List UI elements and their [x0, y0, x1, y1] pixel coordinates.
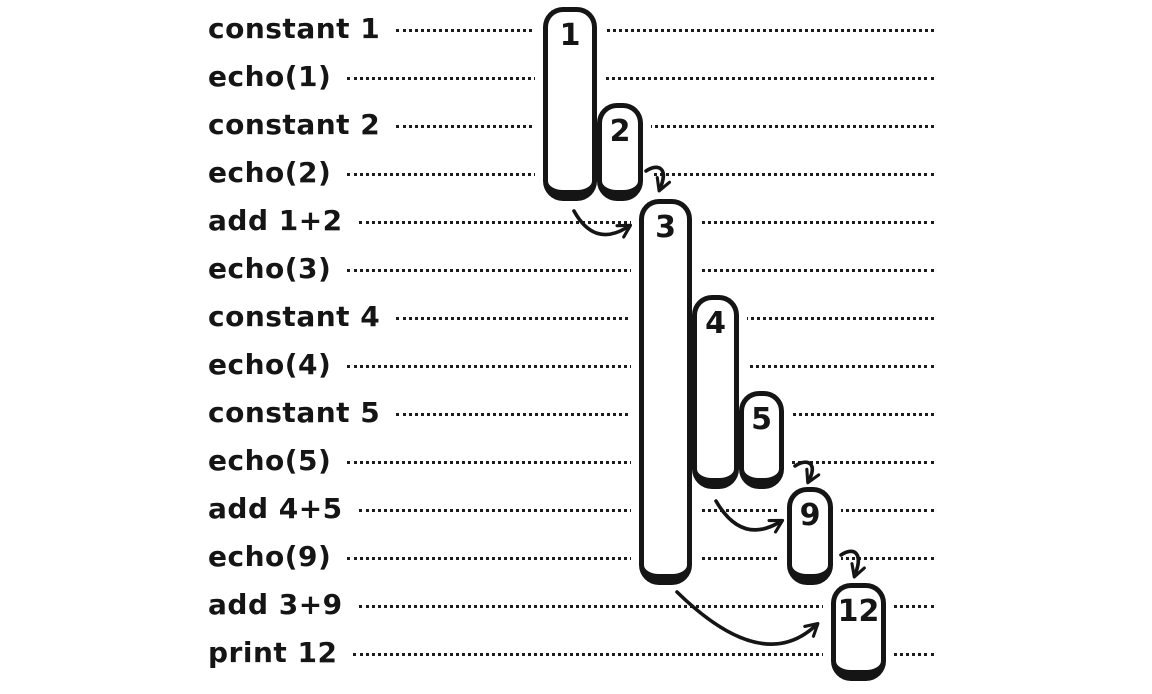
instruction-row-add-3-9: add 3+9 [208, 584, 934, 624]
stack-value-pill-9: 9 [787, 487, 833, 585]
stack-value-pill-3: 3 [639, 199, 692, 585]
instruction-label: echo(5) [208, 443, 332, 477]
instruction-label: echo(9) [208, 539, 332, 573]
stack-value-pill-5: 5 [739, 391, 784, 489]
pill-value-label: 12 [837, 594, 880, 629]
instruction-label: echo(3) [208, 251, 332, 285]
instruction-label: add 1+2 [208, 203, 343, 237]
instruction-label: constant 2 [208, 107, 381, 141]
stack-value-pill-4: 4 [692, 295, 739, 489]
instruction-label: echo(4) [208, 347, 332, 381]
instruction-label: echo(1) [208, 59, 332, 93]
instruction-row-echo-1: echo(1) [208, 56, 934, 96]
instruction-label: constant 1 [208, 11, 381, 45]
instruction-row-echo-4: echo(4) [208, 344, 934, 384]
instruction-label: constant 4 [208, 299, 381, 333]
instruction-row-echo-5: echo(5) [208, 440, 934, 480]
dotted-leader [396, 28, 934, 32]
stack-value-pill-12: 12 [831, 583, 886, 681]
instruction-row-constant-4: constant 4 [208, 296, 934, 336]
pill-value-label: 2 [609, 114, 631, 149]
instruction-label: constant 5 [208, 395, 381, 429]
instruction-row-constant-2: constant 2 [208, 104, 934, 144]
instruction-label: print 12 [208, 635, 338, 669]
dotted-leader [353, 652, 934, 656]
stack-value-pill-1: 1 [543, 7, 597, 201]
pill-value-label: 4 [705, 306, 726, 341]
instruction-label: echo(2) [208, 155, 332, 189]
instruction-label: add 3+9 [208, 587, 343, 621]
pill-value-label: 1 [559, 18, 581, 53]
pill-value-label: 3 [655, 210, 676, 245]
pill-value-label: 9 [799, 498, 821, 533]
dotted-leader [396, 124, 934, 128]
pill-value-label: 5 [751, 402, 772, 437]
instruction-label: add 4+5 [208, 491, 343, 525]
dotted-leader [347, 76, 934, 80]
instruction-row-print-12: print 12 [208, 632, 934, 672]
instruction-row-constant-5: constant 5 [208, 392, 934, 432]
instruction-row-echo-3: echo(3) [208, 248, 934, 288]
instruction-row-constant-1: constant 1 [208, 8, 934, 48]
stack-value-pill-2: 2 [597, 103, 643, 201]
dotted-leader [358, 604, 934, 608]
